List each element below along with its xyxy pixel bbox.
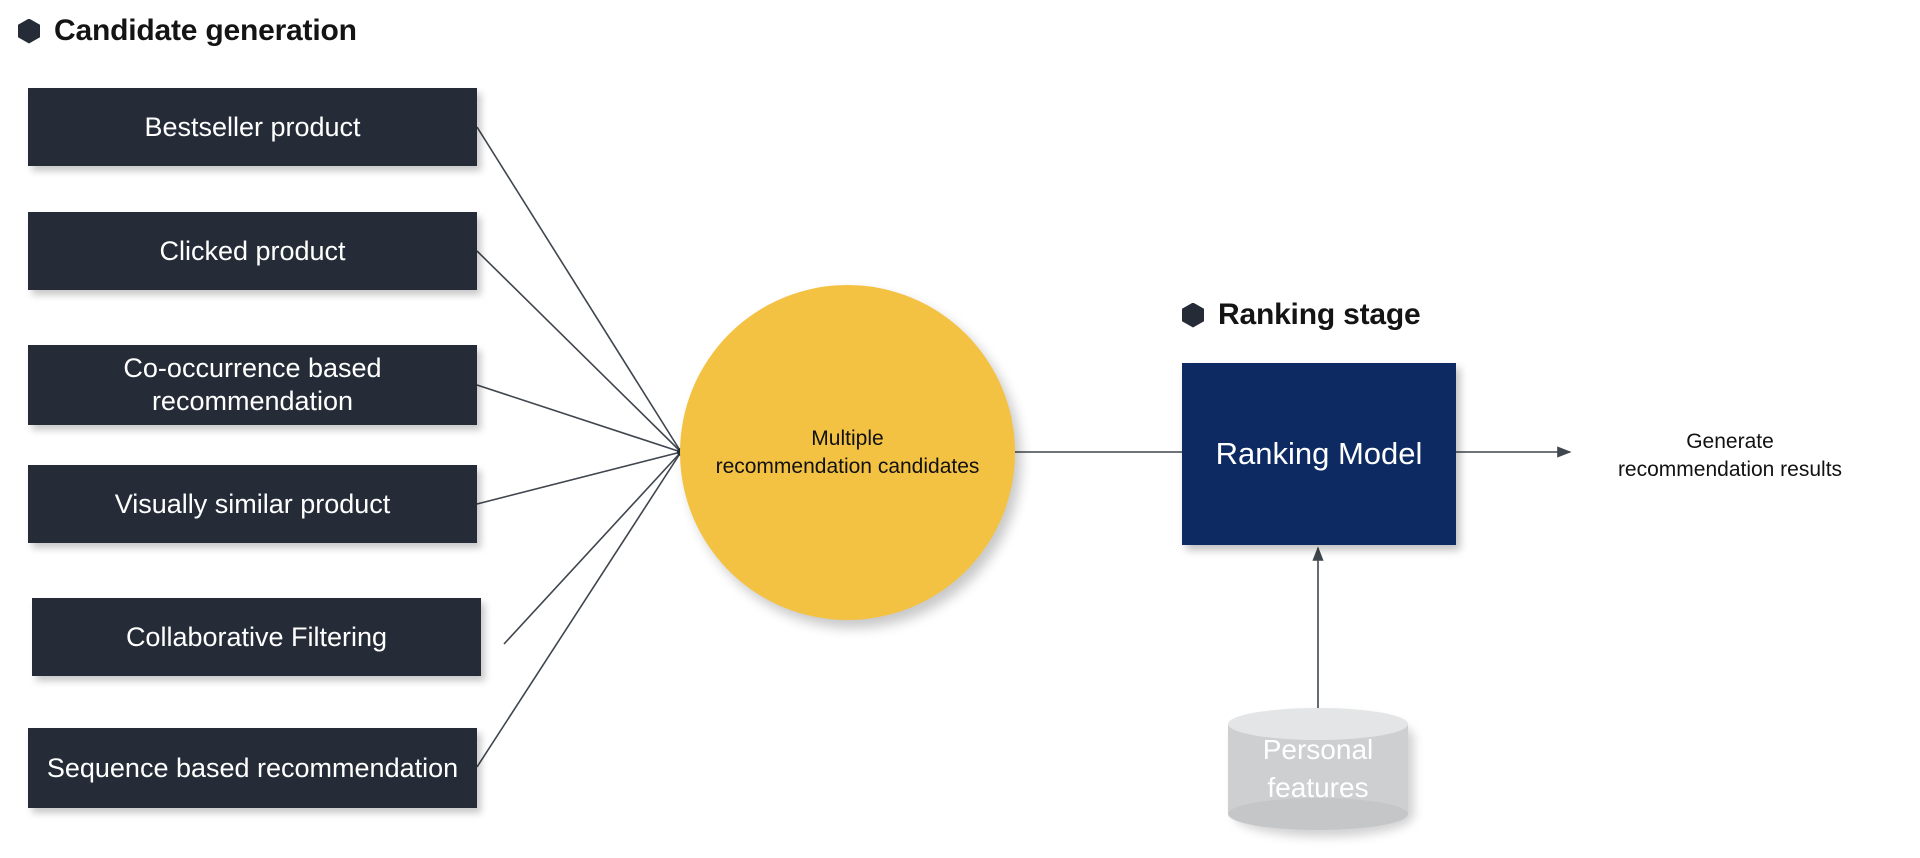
ranking-stage-title: Ranking stage [1218, 298, 1421, 331]
candidate-box-label: Visually similar product [114, 488, 391, 519]
candidate-box-bestseller[interactable]: Bestseller product [28, 88, 477, 166]
wire-cooccurrence [476, 384, 682, 453]
hexagon-bullet-icon [18, 18, 40, 44]
wire-sequence [476, 451, 682, 768]
wire-bestseller [476, 126, 682, 453]
candidate-box-label: Sequence based recommendation [46, 752, 459, 783]
ranking-stage-heading: Ranking stage [1182, 298, 1421, 332]
cylinder-bottom-ellipse [1228, 798, 1408, 830]
personal-features-label: Personal features [1228, 708, 1408, 830]
cylinder-top-ellipse [1228, 708, 1408, 740]
candidate-box-co-occurrence[interactable]: Co-occurrence based recommendation [28, 345, 477, 425]
wire-clicked [476, 250, 682, 453]
candidate-box-label: Bestseller product [144, 111, 361, 142]
candidate-box-clicked[interactable]: Clicked product [28, 212, 477, 290]
candidate-box-collaborative-filtering[interactable]: Collaborative Filtering [32, 598, 481, 676]
ranking-model-box[interactable]: Ranking Model [1182, 363, 1456, 545]
candidate-box-label: Clicked product [159, 235, 346, 266]
multiple-candidates-line2: recommendation candidates [715, 454, 980, 478]
generate-results-text: Generate recommendation results [1570, 428, 1890, 483]
wire-visually-similar [476, 451, 682, 505]
personal-features-cylinder[interactable]: Personal features [1228, 708, 1408, 830]
multiple-candidates-circle[interactable]: Multiple recommendation candidates [680, 285, 1015, 620]
ranking-model-label: Ranking Model [1215, 436, 1423, 471]
candidate-generation-title: Candidate generation [54, 14, 357, 47]
personal-features-line2: features [1267, 772, 1369, 803]
candidate-box-visually-similar[interactable]: Visually similar product [28, 465, 477, 543]
multiple-candidates-label: Multiple recommendation candidates [716, 425, 980, 480]
hexagon-bullet-icon [1182, 302, 1204, 328]
wire-collaborative [503, 451, 682, 645]
generate-results-line2: recommendation results [1617, 457, 1843, 481]
candidate-box-sequence-based[interactable]: Sequence based recommendation [28, 728, 477, 808]
candidate-generation-heading: Candidate generation [18, 14, 357, 48]
candidate-box-label: Collaborative Filtering [125, 621, 388, 652]
personal-features-line1: Personal [1262, 734, 1374, 766]
candidate-box-label: Co-occurrence based recommendation [123, 353, 382, 416]
generate-results-line1: Generate [1686, 430, 1774, 453]
multiple-candidates-line1: Multiple [811, 427, 884, 451]
